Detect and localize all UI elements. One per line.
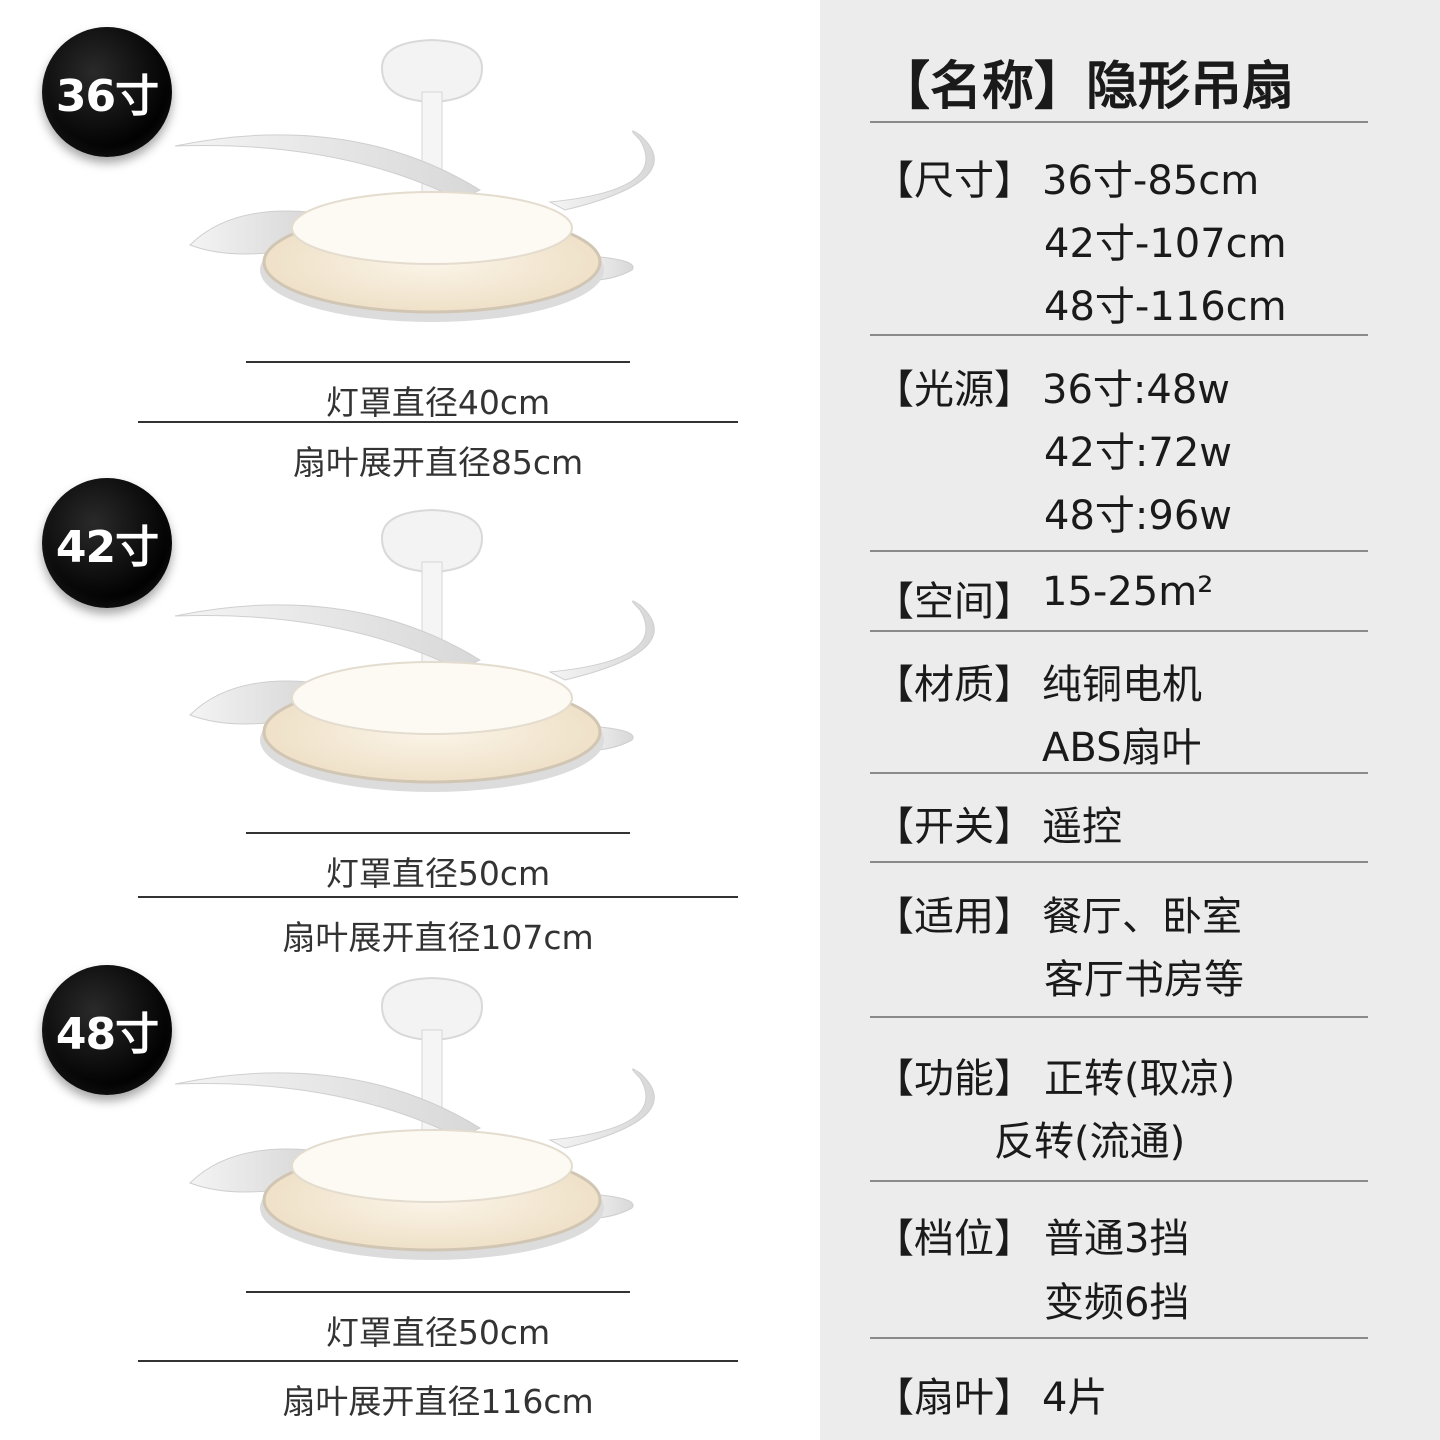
spec-value-size-3: 48寸-116cm	[1044, 284, 1287, 330]
shade-diameter-caption: 灯罩直径50cm	[325, 1313, 551, 1352]
spec-value-function-1: 正转(取凉)	[1044, 1056, 1236, 1102]
divider	[138, 896, 738, 898]
shade-diameter-caption: 灯罩直径40cm	[325, 383, 551, 422]
spec-label-usage: 【适用】	[874, 894, 1034, 940]
spec-value-light-1: 36寸:48w	[1042, 367, 1230, 413]
divider	[246, 832, 630, 834]
ceiling-fan-image	[170, 30, 710, 350]
ceiling-fan-icon	[174, 976, 655, 1260]
spec-label-switch: 【开关】	[874, 804, 1034, 850]
spec-value-switch: 遥控	[1042, 804, 1122, 850]
spec-value-gear-2: 变频6挡	[1044, 1280, 1190, 1326]
spec-value-material-1: 纯铜电机	[1042, 662, 1202, 708]
spec-divider	[870, 550, 1368, 552]
spec-label-size: 【尺寸】	[874, 158, 1034, 204]
spec-divider	[870, 630, 1368, 632]
spec-label-space: 【空间】	[874, 579, 1034, 625]
ceiling-fan-image	[170, 968, 710, 1288]
shade-diameter-caption: 灯罩直径50cm	[325, 854, 551, 893]
spec-label-blades: 【扇叶】	[874, 1375, 1034, 1421]
spec-divider	[870, 121, 1368, 123]
ceiling-fan-icon	[174, 508, 655, 792]
divider	[138, 421, 738, 423]
ceiling-fan-icon	[174, 38, 655, 322]
spec-label-light: 【光源】	[874, 367, 1034, 413]
spec-divider	[870, 334, 1368, 336]
ceiling-fan-image	[170, 500, 710, 820]
spec-divider	[870, 772, 1368, 774]
spec-label-function: 【功能】	[874, 1056, 1034, 1102]
size-badge-label: 42寸	[55, 522, 159, 573]
divider	[138, 1360, 738, 1362]
spec-panel	[820, 0, 1440, 1440]
spec-label-gear: 【档位】	[874, 1216, 1034, 1262]
spec-divider	[870, 1016, 1368, 1018]
spec-value-function-2: 反转(流通)	[994, 1119, 1186, 1165]
spec-value-light-3: 48寸:96w	[1044, 493, 1232, 539]
blade-span-caption: 扇叶展开直径116cm	[282, 1382, 594, 1421]
product-images-column: 36寸 灯罩直径40cm 扇叶展开直径85cm 4	[42, 27, 738, 1421]
spec-value-gear-1: 普通3挡	[1044, 1216, 1190, 1262]
spec-label-material: 【材质】	[874, 662, 1034, 708]
spec-value-blades: 4片	[1042, 1375, 1108, 1421]
size-badge-label: 48寸	[55, 1009, 159, 1060]
spec-value-light-2: 42寸:72w	[1044, 430, 1232, 476]
divider	[246, 361, 630, 363]
blade-span-caption: 扇叶展开直径85cm	[292, 443, 584, 482]
product-name-title: 【名称】隐形吊扇	[878, 57, 1295, 117]
spec-value-material-2: ABS扇叶	[1042, 725, 1202, 771]
spec-divider	[870, 1337, 1368, 1339]
spec-divider	[870, 861, 1368, 863]
spec-divider	[870, 1180, 1368, 1182]
spec-value-usage-1: 餐厅、卧室	[1042, 894, 1242, 940]
divider	[246, 1291, 630, 1293]
size-badge-48: 48寸	[42, 965, 172, 1095]
size-badge-label: 36寸	[55, 71, 159, 122]
size-badge-36: 36寸	[42, 27, 172, 157]
spec-value-size-2: 42寸-107cm	[1044, 221, 1287, 267]
spec-value-usage-2: 客厅书房等	[1044, 957, 1244, 1003]
spec-value-size-1: 36寸-85cm	[1042, 158, 1260, 204]
blade-span-caption: 扇叶展开直径107cm	[282, 918, 594, 957]
spec-value-space: 15-25m²	[1042, 569, 1214, 615]
size-badge-42: 42寸	[42, 478, 172, 608]
